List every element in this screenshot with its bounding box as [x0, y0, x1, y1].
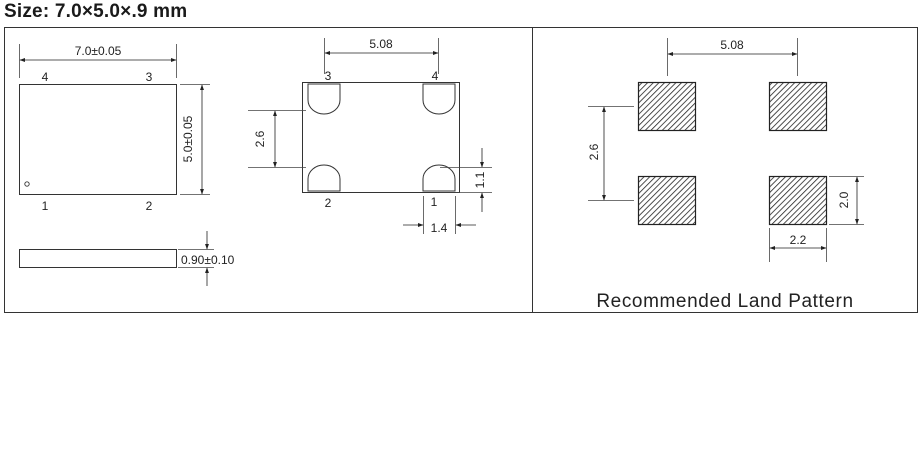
land-pad-bottom-right	[768, 175, 828, 226]
land-pattern-caption: Recommended Land Pattern	[596, 291, 853, 312]
top-pin-2: 2	[146, 199, 153, 213]
land-pitch-y-label: 2.6	[587, 143, 601, 160]
land-pad-top-right	[768, 81, 828, 132]
bottom-pin-3: 3	[325, 69, 332, 83]
page-title: Size: 7.0×5.0×.9 mm	[4, 1, 188, 22]
bottom-pin-1: 1	[431, 195, 438, 209]
land-pad-top-left	[637, 81, 697, 132]
pin1-marker	[24, 181, 30, 187]
bottom-pad-2	[307, 164, 341, 192]
pad-width-label: 1.4	[431, 221, 448, 235]
width-dimension-label: 7.0±0.05	[75, 44, 122, 58]
bottom-pin-4: 4	[432, 69, 439, 83]
bottom-pitch-x-label: 5.08	[369, 37, 393, 51]
land-pattern: 5.08 2.6 2.0 2.2 Recommended Land Patter…	[587, 38, 864, 312]
bottom-pad-1	[422, 164, 456, 192]
bottom-pad-4	[422, 83, 456, 115]
side-view-body	[19, 249, 177, 268]
bottom-pad-3	[307, 83, 341, 115]
top-view: 7.0±0.05 5.0±0.05 4 3 1 2	[19, 44, 210, 213]
top-pin-1: 1	[42, 199, 49, 213]
height-dimension-label: 5.0±0.05	[181, 115, 195, 162]
bottom-pin-2: 2	[325, 196, 332, 210]
drawing-frame	[4, 27, 918, 313]
top-view-body	[19, 84, 177, 195]
thickness-dimension-label: 0.90±0.10	[181, 253, 235, 267]
land-pad-height-label: 2.0	[837, 191, 851, 208]
land-pad-width-label: 2.2	[790, 233, 807, 247]
bottom-pitch-y-label: 2.6	[253, 130, 267, 147]
land-pad-bottom-left	[637, 175, 697, 226]
top-pin-4: 4	[42, 70, 49, 84]
pad-height-label: 1.1	[473, 171, 487, 188]
bottom-view: 5.08 2.6 1.1 1.4 3 4 2 1	[248, 37, 492, 235]
bottom-view-body	[302, 82, 460, 193]
side-view: 0.90±0.10	[19, 231, 235, 286]
top-pin-3: 3	[146, 70, 153, 84]
land-pitch-x-label: 5.08	[720, 38, 744, 52]
